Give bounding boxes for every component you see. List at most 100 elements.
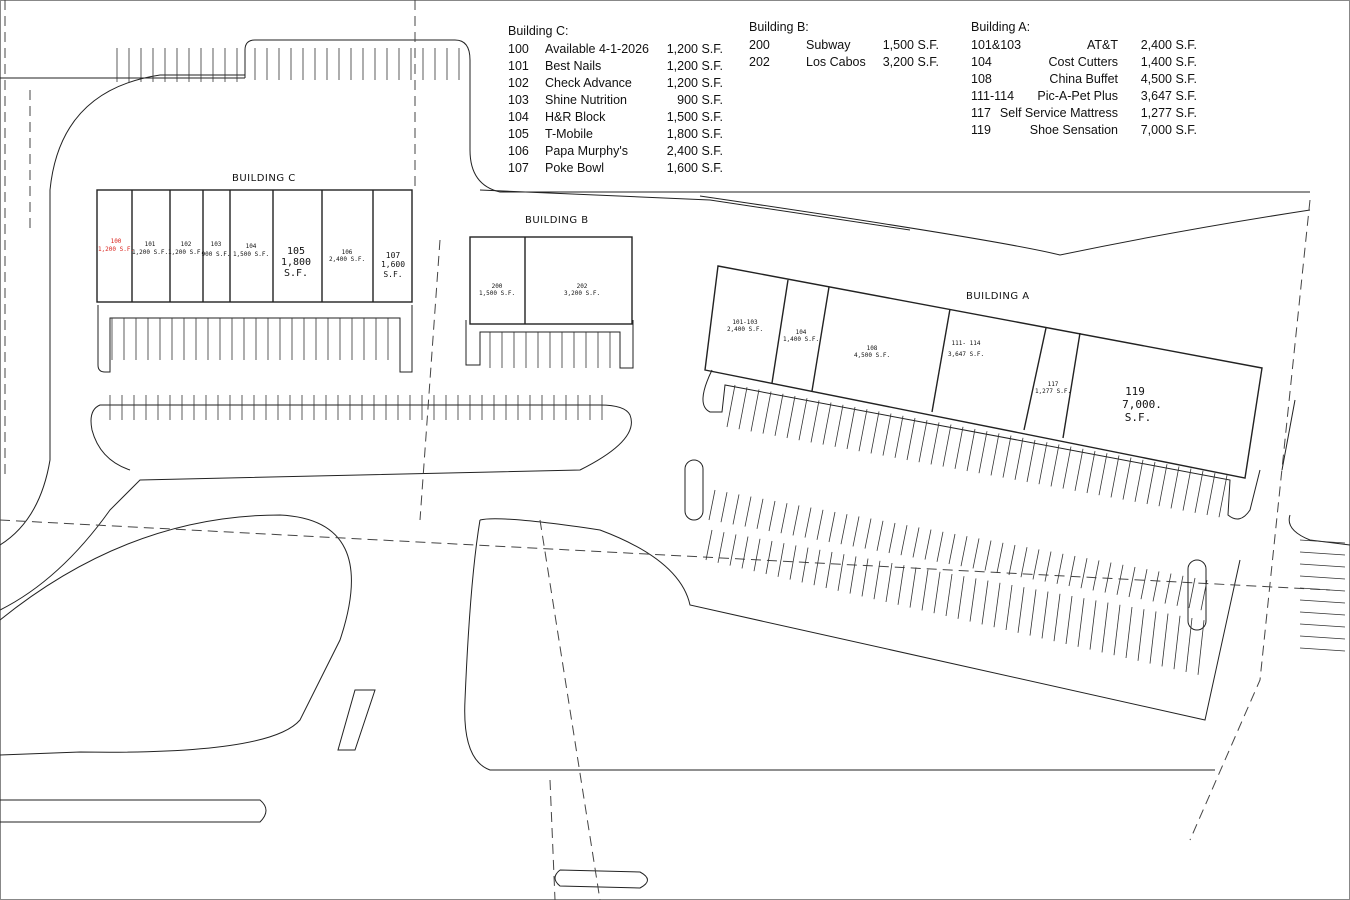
legend-unit: 101: [508, 59, 529, 73]
parking-island: [1187, 559, 1207, 631]
line: [924, 529, 932, 560]
line: [1122, 457, 1132, 500]
line: [1050, 444, 1060, 487]
line: [1170, 466, 1180, 509]
legend-tenant: Poke Bowl: [545, 161, 605, 175]
line: [1299, 539, 1346, 544]
legend-tenant: Los Cabos: [806, 55, 866, 69]
unit-number: 101: [145, 241, 156, 248]
line: [1125, 606, 1133, 659]
legend-tenant: Available 4-1-2026: [545, 42, 650, 56]
unit-size: 1,500 S.F.: [233, 251, 269, 258]
line: [1062, 446, 1072, 489]
line: [777, 543, 785, 577]
island: [337, 689, 376, 751]
line: [753, 538, 761, 572]
road-curve-west: [0, 74, 245, 546]
line: [804, 507, 812, 538]
building-a-label: BUILDING A: [966, 291, 1030, 302]
legend-tenant: Self Service Mattress: [999, 106, 1118, 120]
legend-unit: 100: [508, 42, 529, 56]
line: [840, 514, 848, 545]
line: [936, 531, 944, 562]
line: [1068, 555, 1076, 587]
unit-size: 2,400 S.F.: [727, 326, 763, 333]
unit-size: 7,000.: [1122, 398, 1162, 411]
drive-aisle-c: [0, 404, 632, 611]
legend-unit: 108: [971, 72, 992, 86]
line: [1299, 575, 1346, 580]
line: [1197, 620, 1205, 675]
line: [1299, 599, 1346, 604]
legend-size: 1,200 S.F.: [666, 42, 723, 56]
line: [1146, 461, 1156, 505]
line: [888, 522, 896, 554]
line: [825, 551, 833, 589]
legend-size: 1,200 S.F.: [666, 59, 723, 73]
unit-number: 104: [796, 329, 807, 336]
legend-size: 1,800 S.F.: [666, 127, 723, 141]
line: [852, 516, 860, 547]
line: [1110, 455, 1120, 498]
curb: [1281, 399, 1350, 546]
line: [960, 536, 968, 567]
line: [1188, 577, 1196, 609]
legend-size: 900 S.F.: [677, 93, 723, 107]
legend-size: 1,500 S.F.: [666, 110, 723, 124]
line: [1044, 551, 1052, 582]
line: [1077, 598, 1085, 647]
line: [900, 525, 908, 556]
legend-title: Building A:: [971, 20, 1031, 34]
curb: [554, 869, 648, 889]
line: [1176, 575, 1184, 606]
line: [810, 400, 820, 443]
median: [0, 799, 267, 823]
line: [897, 565, 905, 605]
line: [972, 538, 980, 569]
line: [720, 492, 728, 523]
line: [1080, 558, 1088, 589]
line: [792, 505, 800, 536]
legend-tenant: Pic-A-Pet Plus: [1037, 89, 1118, 103]
line: [1152, 571, 1160, 602]
property-line: [0, 39, 1310, 193]
legend-title: Building C:: [508, 24, 569, 38]
line: [756, 498, 764, 529]
legend-unit: 200: [749, 38, 770, 52]
line: [882, 413, 892, 456]
line: [873, 560, 881, 600]
line: [948, 533, 956, 565]
unit-number: 200: [492, 283, 503, 290]
line: [789, 545, 797, 580]
line: [1299, 623, 1346, 628]
line: [870, 411, 880, 454]
line: [1074, 448, 1084, 491]
line: [1065, 595, 1073, 645]
line: [978, 431, 988, 474]
unit-size: 900 S.F.: [202, 251, 231, 258]
line: [1134, 459, 1144, 502]
line: [984, 540, 992, 571]
line: [1206, 472, 1216, 516]
line: [765, 540, 773, 575]
unit-number: 103: [211, 241, 222, 248]
line: [858, 409, 868, 452]
line: [981, 580, 989, 625]
line: [861, 558, 869, 597]
unit-size: 1,200 S.F.: [98, 246, 134, 253]
line: [774, 393, 784, 436]
line: [990, 433, 1000, 476]
legend-title: Building B:: [749, 20, 809, 34]
legend-tenant: AT&T: [1086, 38, 1118, 52]
